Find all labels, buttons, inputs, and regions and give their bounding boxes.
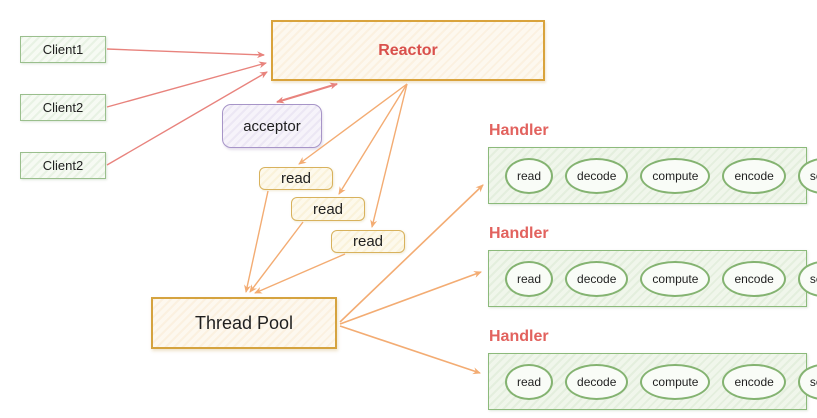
client-1-label: Client1 (42, 42, 84, 57)
client-2-label: Client2 (42, 100, 84, 115)
handler-3-step-compute: compute (640, 363, 711, 400)
handler-1-step-encode: encode (722, 157, 786, 194)
node-client-3: Client2 (20, 152, 106, 179)
handler-section-1: Handler read decode compute encode send (488, 119, 817, 204)
arrow-read1-threadpool (244, 190, 269, 293)
handler-3-step-read: read (505, 363, 554, 400)
arrow-threadpool-handler3 (339, 325, 481, 375)
handler-section-2: Handler read decode compute encode send (488, 222, 817, 307)
read-1-label: read (280, 170, 312, 187)
read-3-label: read (352, 233, 384, 250)
acceptor-label: acceptor (243, 117, 301, 135)
handler-3-step-send: send (797, 363, 817, 400)
handler-1-box: read decode compute encode send (488, 147, 817, 204)
handler-2-step-encode: encode (722, 260, 786, 297)
handler-1-title: Handler (489, 122, 549, 139)
node-read-1: read (259, 167, 333, 190)
read-2-label: read (312, 200, 344, 218)
client-3-label: Client2 (42, 158, 84, 173)
handler-2-step-send: send (797, 260, 817, 297)
reactor-label: Reactor (378, 41, 438, 59)
arrow-read2-threadpool (249, 221, 304, 293)
node-client-1: Client1 (20, 36, 106, 63)
arrow-read3-threadpool (254, 253, 346, 294)
handler-3-step-encode: encode (722, 363, 786, 400)
node-acceptor: acceptor (222, 104, 322, 148)
handler-2-box: read decode compute encode send (488, 250, 817, 307)
node-reactor: Reactor (271, 20, 545, 81)
node-client-2: Client2 (20, 94, 106, 121)
handler-2-step-read: read (505, 260, 554, 297)
arrow-client2-reactor (106, 61, 267, 108)
handler-2-step-decode: decode (565, 260, 629, 297)
thread-pool-label: Thread Pool (194, 312, 294, 333)
handler-1-step-send: send (797, 157, 817, 194)
handler-1-step-read: read (505, 157, 554, 194)
node-read-3: read (331, 230, 405, 253)
handler-3-title: Handler (489, 328, 549, 345)
handler-1-step-compute: compute (640, 157, 711, 194)
node-read-2: read (291, 197, 365, 221)
handler-3-step-decode: decode (565, 363, 629, 400)
arrow-reactor-acceptor (276, 82, 338, 104)
handler-2-step-compute: compute (640, 260, 711, 297)
handler-section-3: Handler read decode compute encode send (488, 325, 817, 410)
arrow-threadpool-handler2 (339, 271, 482, 325)
handler-3-box: read decode compute encode send (488, 353, 817, 410)
arrow-client1-reactor (106, 48, 265, 59)
arrow-reactor-read3 (370, 83, 408, 228)
node-thread-pool: Thread Pool (151, 297, 337, 349)
handler-1-step-decode: decode (565, 157, 629, 194)
arrow-reactor-read2 (338, 83, 408, 195)
handler-2-title: Handler (489, 225, 549, 242)
